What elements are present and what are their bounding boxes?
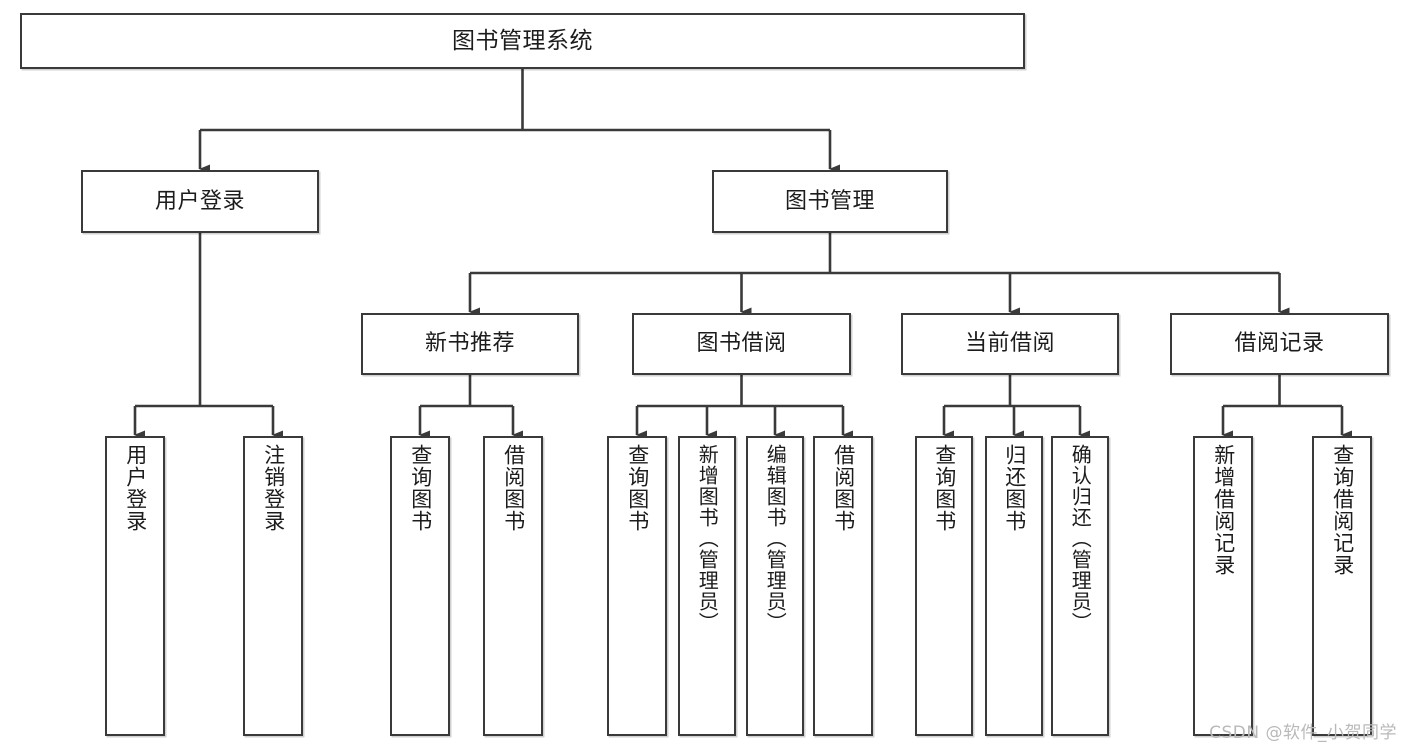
node-label: 注销登录 — [261, 444, 286, 532]
node-label: 新书推荐 — [424, 331, 515, 357]
node-label: 查询图书 — [932, 444, 957, 532]
node-label: 确认归还（管理员） — [1068, 444, 1093, 633]
node-label: 用户登录 — [154, 188, 245, 214]
node-borrowing-record[interactable]: 借阅记录 — [1170, 313, 1389, 375]
node-label: 新增图书（管理员） — [695, 444, 720, 633]
node-label: 图书管理 — [784, 188, 875, 214]
leaf-confirm-return-admin[interactable]: 确认归还（管理员） — [1051, 436, 1109, 736]
node-label: 查询借阅记录 — [1330, 444, 1355, 576]
node-label: 编辑图书（管理员） — [763, 444, 788, 633]
leaf-query-borrowing-record[interactable]: 查询借阅记录 — [1312, 436, 1372, 736]
node-label: 查询图书 — [408, 444, 433, 532]
leaf-user-login[interactable]: 用户登录 — [105, 436, 165, 736]
node-new-book-recommendation[interactable]: 新书推荐 — [361, 313, 579, 375]
node-label: 借阅图书 — [831, 444, 856, 532]
node-label: 用户登录 — [123, 444, 148, 532]
node-label: 归还图书 — [1002, 444, 1027, 532]
node-label: 图书借阅 — [696, 331, 787, 357]
node-book-borrowing[interactable]: 图书借阅 — [632, 313, 851, 375]
leaf-query-book-recommendation[interactable]: 查询图书 — [390, 436, 450, 736]
leaf-add-book-admin[interactable]: 新增图书（管理员） — [678, 436, 736, 736]
leaf-query-book-borrowing[interactable]: 查询图书 — [607, 436, 667, 736]
leaf-logout[interactable]: 注销登录 — [243, 436, 303, 736]
leaf-query-book-current[interactable]: 查询图书 — [915, 436, 973, 736]
node-label: 查询图书 — [625, 444, 650, 532]
leaf-borrow-book-borrowing[interactable]: 借阅图书 — [813, 436, 873, 736]
node-root-book-management-system[interactable]: 图书管理系统 — [20, 13, 1025, 69]
csdn-watermark: CSDN @软件_小贺同学 — [1209, 723, 1397, 743]
node-label: 图书管理系统 — [452, 27, 593, 54]
leaf-return-book[interactable]: 归还图书 — [985, 436, 1043, 736]
node-label: 借阅记录 — [1234, 331, 1325, 357]
leaf-edit-book-admin[interactable]: 编辑图书（管理员） — [746, 436, 804, 736]
node-current-borrowing[interactable]: 当前借阅 — [901, 313, 1119, 375]
node-book-management[interactable]: 图书管理 — [712, 170, 948, 233]
node-label: 当前借阅 — [964, 331, 1055, 357]
node-user-login[interactable]: 用户登录 — [81, 170, 319, 233]
leaf-borrow-book-recommendation[interactable]: 借阅图书 — [483, 436, 543, 736]
leaf-add-borrowing-record[interactable]: 新增借阅记录 — [1193, 436, 1253, 736]
node-label: 新增借阅记录 — [1211, 444, 1236, 576]
node-label: 借阅图书 — [501, 444, 526, 532]
